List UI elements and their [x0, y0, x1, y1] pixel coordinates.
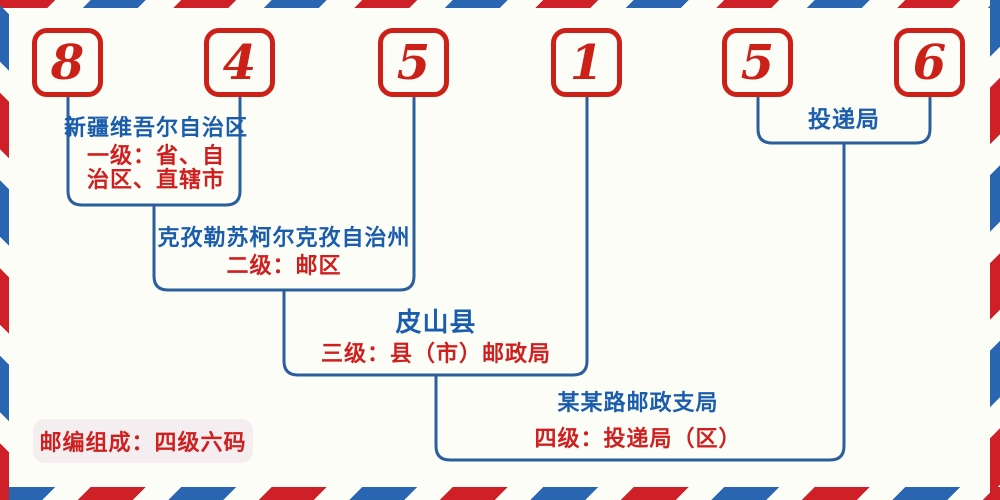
composition-badge-text: 邮编组成：四级六码: [39, 431, 247, 456]
level-4-office-name: 某某路邮政支局: [557, 391, 719, 416]
digit-box-6: 6: [894, 28, 965, 97]
digit-value: 8: [50, 34, 85, 91]
digit-box-4: 1: [551, 28, 622, 97]
delivery-office-label: 投递局: [774, 107, 914, 133]
level-3-description: 三级：县（市）邮政局: [320, 342, 551, 367]
bracket-level-4: [434, 143, 846, 462]
digit-value: 4: [222, 34, 257, 91]
delivery-office-name: 投递局: [808, 107, 880, 133]
digit-box-3: 5: [378, 28, 449, 97]
level-3-label: 皮山县 三级：县（市）邮政局: [316, 309, 556, 367]
level-4-label: 某某路邮政支局 四级：投递局（区）: [508, 391, 768, 452]
digit-value: 6: [912, 34, 947, 91]
level-2-label: 克孜勒苏柯尔克孜自治州 二级：邮区: [154, 226, 414, 279]
level-1-region-name: 新疆维吾尔自治区: [63, 116, 248, 141]
digit-value: 1: [569, 34, 604, 91]
level-1-label: 新疆维吾尔自治区 一级：省、自 治区、直辖市: [61, 116, 251, 193]
digit-value: 5: [396, 34, 431, 91]
level-3-region-name: 皮山县: [395, 308, 477, 338]
digit-box-5: 5: [722, 28, 793, 97]
level-1-description: 一级：省、自 治区、直辖市: [86, 144, 225, 193]
digit-value: 5: [740, 34, 775, 91]
digit-box-2: 4: [204, 28, 275, 97]
level-2-description: 二级：邮区: [226, 254, 342, 279]
level-4-description: 四级：投递局（区）: [534, 427, 742, 452]
composition-badge: 邮编组成：四级六码: [33, 419, 253, 463]
level-2-region-name: 克孜勒苏柯尔克孜自治州: [157, 226, 411, 251]
digit-box-1: 8: [32, 28, 103, 97]
bracket-delivery-office: [756, 97, 932, 145]
